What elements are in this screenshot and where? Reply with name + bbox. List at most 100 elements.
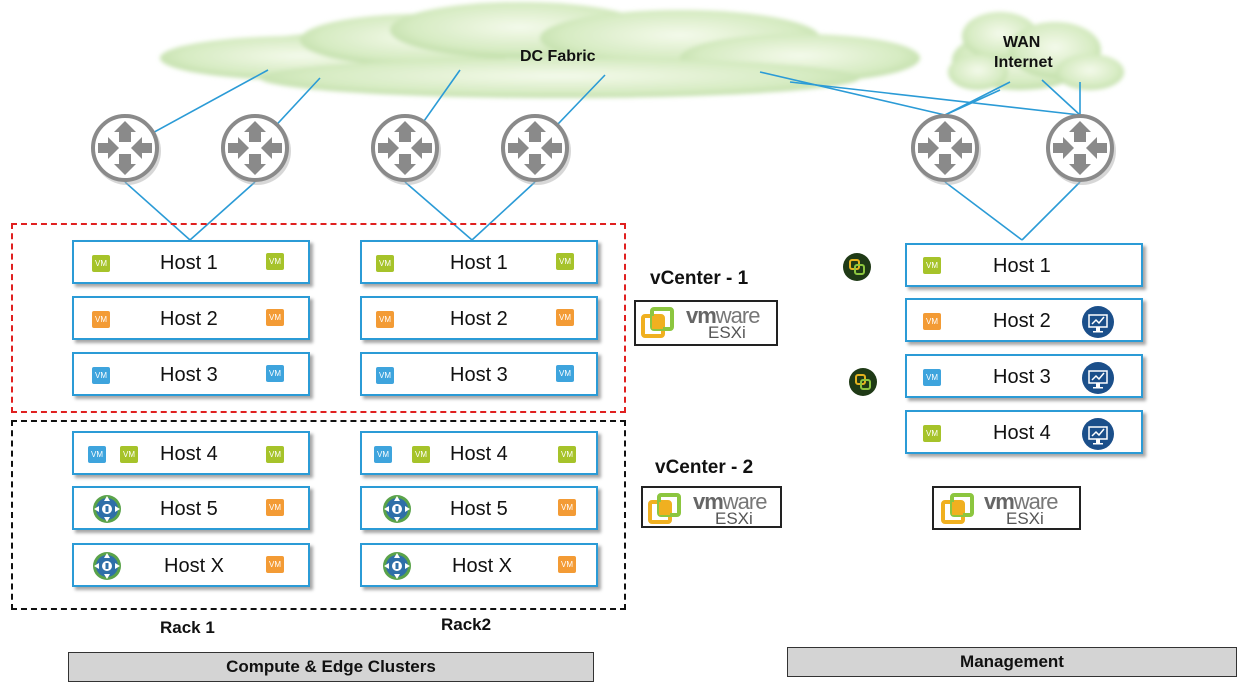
host-label: Host 3 — [993, 366, 1051, 388]
nsx-edge-icon — [383, 552, 411, 580]
vm-icon: VM — [558, 556, 576, 573]
vm-icon: VM — [376, 311, 394, 328]
router-icon — [91, 114, 161, 185]
vm-icon: VM — [558, 446, 576, 463]
vm-icon: VM — [266, 309, 284, 326]
vm-icon: VM — [92, 367, 110, 384]
vmware-esxi-logo-vc1: vmware ESXi — [634, 300, 778, 346]
host-label: Host 5 — [450, 498, 508, 520]
host-label: Host 4 — [993, 422, 1051, 444]
management-panel: Management — [787, 647, 1237, 677]
vm-icon: VM — [412, 446, 430, 463]
vm-icon: VM — [556, 309, 574, 326]
router-icon — [371, 114, 441, 185]
vm-icon: VM — [556, 365, 574, 382]
compute-cluster-outline — [11, 223, 626, 413]
rack1-host-1[interactable]: VM Host 1 VM — [72, 240, 310, 284]
nsx-edge-icon — [93, 552, 121, 580]
host-label: Host X — [164, 555, 225, 577]
compute-edge-clusters-panel: Compute & Edge Clusters — [68, 652, 594, 682]
vmware-wordmark: vmware — [984, 489, 1058, 514]
rack2-host-x[interactable]: Host X VM — [360, 543, 598, 587]
wan-cloud — [948, 12, 1124, 90]
vm-icon: VM — [88, 446, 106, 463]
vm-icon: VM — [376, 255, 394, 272]
monitoring-icon — [1082, 362, 1114, 394]
wan-label-line1: WAN — [1003, 34, 1041, 51]
vm-icon: VM — [556, 253, 574, 270]
vmware-wordmark: vmware — [693, 489, 767, 514]
monitoring-icon — [1082, 418, 1114, 450]
router-icon — [911, 114, 981, 185]
host-label: Host 2 — [993, 310, 1051, 332]
vm-icon: VM — [923, 257, 941, 274]
rack2-host-3[interactable]: VM Host 3 VM — [360, 352, 598, 396]
rack2-host-1[interactable]: VM Host 1 VM — [360, 240, 598, 284]
host-label: Host 1 — [450, 252, 508, 274]
nsx-edge-icon — [383, 495, 411, 523]
vm-icon: VM — [92, 311, 110, 328]
rack1-host-3[interactable]: VM Host 3 VM — [72, 352, 310, 396]
vm-icon: VM — [923, 313, 941, 330]
vmware-esxi-logo — [641, 307, 674, 338]
host-label: Host 2 — [450, 308, 508, 330]
rack1-host-5[interactable]: Host 5 VM — [72, 486, 310, 530]
monitoring-icon — [1082, 306, 1114, 338]
vcenter-1-label: vCenter - 1 — [650, 268, 749, 289]
vm-icon: VM — [92, 255, 110, 272]
mgmt-host-2[interactable]: VM Host 2 — [905, 298, 1143, 342]
rack2-host-4[interactable]: VM VM Host 4 VM — [360, 431, 598, 475]
vm-icon: VM — [266, 556, 284, 573]
esxi-wordmark: ESXi — [708, 323, 746, 342]
nsx-edge-icon — [93, 495, 121, 523]
routers — [91, 114, 1116, 185]
vmware-esxi-logo — [648, 493, 681, 524]
mgmt-host-3[interactable]: VM Host 3 — [905, 354, 1143, 398]
vm-icon: VM — [266, 499, 284, 516]
dc-fabric-label: DC Fabric — [520, 48, 596, 65]
mgmt-host-4[interactable]: VM Host 4 — [905, 410, 1143, 454]
esxi-wordmark: ESXi — [715, 509, 753, 528]
vm-icon: VM — [923, 425, 941, 442]
vm-icon: VM — [374, 446, 392, 463]
host-label: Host 4 — [160, 443, 218, 465]
vmware-esxi-logo-mgmt: vmware ESXi — [932, 486, 1081, 530]
vm-icon: VM — [923, 369, 941, 386]
router-icon — [221, 114, 291, 185]
host-label: Host 4 — [450, 443, 508, 465]
host-label: Host 1 — [993, 255, 1051, 277]
rack1-host-2[interactable]: VM Host 2 VM — [72, 296, 310, 340]
rack-2-label: Rack2 — [441, 615, 492, 634]
rack2-host-2[interactable]: VM Host 2 VM — [360, 296, 598, 340]
rack1-host-x[interactable]: Host X VM — [72, 543, 310, 587]
host-label: Host X — [452, 555, 513, 577]
host-label: Host 3 — [450, 364, 508, 386]
rack2-host-5[interactable]: Host 5 VM — [360, 486, 598, 530]
rack1-host-4[interactable]: VM VM Host 4 VM — [72, 431, 310, 475]
edge-cluster-outline — [11, 420, 626, 610]
dc-fabric-cloud — [160, 2, 920, 98]
host-label: Host 2 — [160, 308, 218, 330]
host-label: Host 5 — [160, 498, 218, 520]
router-icon — [1046, 114, 1116, 185]
vm-icon: VM — [266, 446, 284, 463]
vmware-esxi-logo — [941, 493, 974, 524]
vm-icon: VM — [376, 367, 394, 384]
vmware-esxi-logo-vc2: vmware ESXi — [641, 486, 782, 528]
host-label: Host 3 — [160, 364, 218, 386]
mgmt-host-1[interactable]: VM Host 1 — [905, 243, 1143, 287]
host-label: Host 1 — [160, 252, 218, 274]
vcenter-icon — [849, 368, 877, 396]
vm-icon: VM — [266, 365, 284, 382]
rack-1-label: Rack 1 — [160, 618, 215, 637]
router-icon — [501, 114, 571, 185]
vmware-wordmark: vmware — [686, 303, 760, 328]
esxi-wordmark: ESXi — [1006, 509, 1044, 528]
vcenter-2-label: vCenter - 2 — [655, 457, 754, 478]
vm-icon: VM — [558, 499, 576, 516]
vcenter-icon — [843, 253, 871, 281]
vm-icon: VM — [266, 253, 284, 270]
vm-icon: VM — [120, 446, 138, 463]
wan-label-line2: Internet — [994, 54, 1053, 71]
